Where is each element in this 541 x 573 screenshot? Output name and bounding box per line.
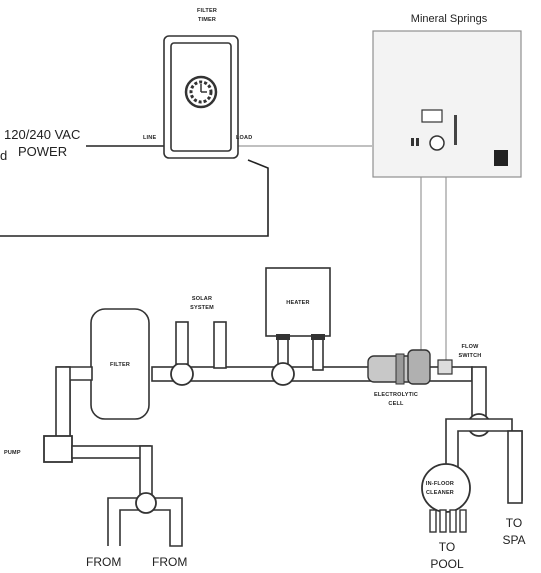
flow-switch: [437, 359, 453, 375]
solar-riser-left: [175, 321, 189, 365]
spa-pipe: [507, 430, 523, 504]
mineral-title: Mineral Springs: [411, 13, 488, 25]
timer-load-label: LOAD: [236, 135, 252, 141]
mineral-indicator: [411, 138, 414, 146]
to-spa-label-1: TO: [506, 516, 522, 530]
heater-out-pipe: [312, 335, 324, 371]
right-down-pipe: [471, 366, 487, 422]
pump-drop-pipe: [139, 445, 153, 497]
timer-line-label: LINE: [143, 135, 156, 141]
cleaner-outlets: [429, 509, 467, 533]
to-pool-label-2: POOL: [430, 557, 464, 571]
filter-label: FILTER: [110, 362, 130, 368]
edge-fragment-d: d: [0, 148, 7, 163]
solar-label-1: SOLAR: [192, 296, 212, 302]
mineral-side-label: [454, 115, 457, 145]
heater-label: HEATER: [286, 300, 309, 306]
to-spa-label-2: SPA: [502, 533, 525, 547]
pump-outlet-pipe: [71, 445, 151, 459]
mineral-knob: [429, 135, 445, 151]
from-valve: [135, 492, 157, 514]
mineral-indicator-b: [416, 138, 419, 146]
heater-fitting-a: [276, 334, 290, 340]
mineral-display: [421, 109, 443, 123]
return-wire: [0, 159, 269, 237]
cell-end-cap: [407, 349, 431, 385]
cleaner-label-2: CLEANER: [426, 490, 454, 496]
cell-label-2: CELL: [388, 401, 404, 407]
electrolytic-cell: [367, 349, 431, 385]
clock-dial-icon: [184, 75, 218, 109]
solar-valve: [170, 362, 194, 386]
filter-tank: [90, 308, 150, 420]
from-label-2: FROM: [152, 555, 187, 569]
cell-collar: [395, 353, 405, 385]
solar-label-2: SYSTEM: [190, 305, 214, 311]
from-label-1: FROM: [86, 555, 121, 569]
cell-label-1: ELECTROLYTIC: [374, 392, 418, 398]
mineral-corner-block: [494, 150, 508, 166]
heater-fitting-b: [311, 334, 325, 340]
cleaner-unit: [421, 463, 471, 513]
power-label-1: 120/240 VAC: [4, 127, 80, 142]
pump-label: PUMP: [4, 450, 21, 456]
flow-label-1: FLOW: [462, 344, 480, 350]
heater-box: [265, 267, 331, 337]
cleaner-label-1: IN-FLOOR: [426, 481, 454, 487]
flow-label-2: SWITCH: [459, 353, 482, 359]
filter-timer: FILTER TIMER LINE LOAD: [143, 8, 252, 159]
to-pool-label-1: TO: [439, 540, 455, 554]
heater-valve: [271, 362, 295, 386]
solar-riser-right: [213, 321, 227, 369]
filter-pump-vertical: [55, 366, 71, 444]
power-label-2: POWER: [18, 144, 67, 159]
mineral-springs-unit: Mineral Springs: [372, 13, 522, 178]
timer-title-1: FILTER: [197, 8, 217, 14]
timer-title-2: TIMER: [198, 17, 216, 23]
heater-in-pipe: [277, 335, 289, 367]
pump-body: [43, 435, 73, 463]
from-pipe-left: [107, 497, 183, 547]
